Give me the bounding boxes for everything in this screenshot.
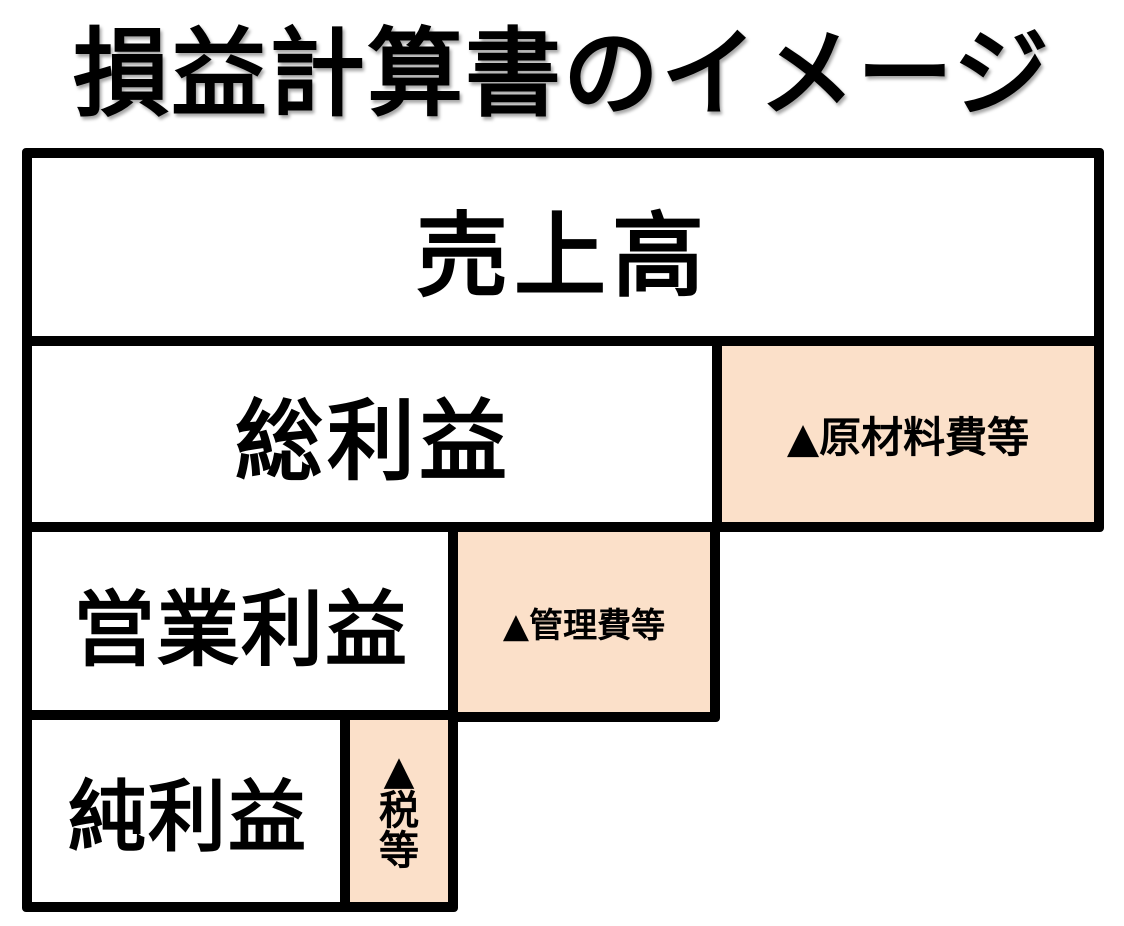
operating-profit-box: 営業利益 xyxy=(22,522,460,722)
net-profit-box: 純利益 xyxy=(22,710,354,912)
tax-label-line-2: 税 xyxy=(379,788,419,834)
admin-expenses-label: ▲管理費等 xyxy=(502,605,666,646)
admin-expenses-box: ▲管理費等 xyxy=(448,522,720,722)
net-profit-label: 純利益 xyxy=(67,773,308,863)
sales-label: 売上高 xyxy=(415,202,710,310)
gross-profit-box: 総利益 xyxy=(22,336,724,532)
tax-label-line-1: ▲ xyxy=(383,748,415,794)
page-title: 損益計算書のイメージ xyxy=(72,17,1052,130)
cost-of-materials-label: ▲原材料費等 xyxy=(786,412,1030,462)
tax-label-line-3: 等 xyxy=(379,828,419,874)
gross-profit-label: 総利益 xyxy=(234,389,511,493)
operating-profit-label: 営業利益 xyxy=(72,582,409,678)
tax-box: ▲ 税 等 xyxy=(340,710,458,912)
cost-of-materials-box: ▲原材料費等 xyxy=(712,336,1104,532)
sales-box: 売上高 xyxy=(22,148,1104,348)
